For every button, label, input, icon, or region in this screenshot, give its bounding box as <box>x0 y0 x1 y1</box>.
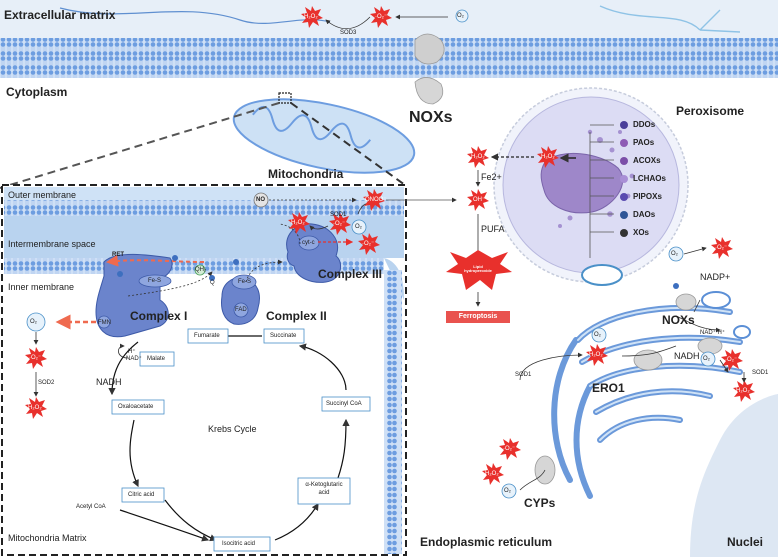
nuclei-label: Nuclei <box>727 535 764 549</box>
o2-extracellular: O₂ <box>457 13 464 19</box>
cytc-label: cyt-c <box>302 240 315 246</box>
q-label: Q <box>210 280 215 286</box>
nadp-label: NADP+ <box>700 272 731 282</box>
superoxide-mito: ·O₂⁻ <box>333 221 346 227</box>
krebs-acetylcoa: Acetyl CoA <box>76 504 106 510</box>
qh2-label: QH₂ <box>195 267 207 273</box>
krebs-akg: α-Ketoglutaric acid <box>305 482 343 496</box>
nad-label: NAD⁺ <box>126 356 142 362</box>
complex-iii-label: Complex III <box>318 267 383 281</box>
nadh-matrix-label: NADH <box>96 377 122 387</box>
legend-dot <box>620 211 628 219</box>
krebs-oxaloacetate: Oxaloacetate <box>118 404 154 410</box>
sod2-label: SOD2 <box>38 380 55 386</box>
krebs-citric: Citric acid <box>128 492 155 498</box>
lipid-hydroperoxide-label: Lipid hydroperoxide <box>464 264 492 274</box>
h2o2-peroxisome: H₂O₂ <box>541 154 555 160</box>
o2-matrix: O₂ <box>30 319 37 325</box>
o2-er-ero1: O₂ <box>594 332 601 338</box>
superoxide-er-right: ·O₂⁻ <box>725 357 738 363</box>
o2-mito: O₂ <box>355 224 362 230</box>
ero1-label: ERO1 <box>592 381 625 395</box>
onoo-label: ONOO⁻ <box>365 197 387 203</box>
superoxide-er-top: ·O₂⁻ <box>715 245 728 251</box>
mitochondria-label: Mitochondria <box>268 167 344 181</box>
fmn-label: FMN <box>98 320 111 326</box>
h-plus-label: H⁺ <box>128 349 136 355</box>
krebs-cycle-title: Krebs Cycle <box>208 424 257 434</box>
krebs-isocitric: Isocitric acid <box>222 541 256 547</box>
krebs-cycle-arrows <box>108 332 350 542</box>
legend-label: LCHAOs <box>633 174 666 183</box>
no-label: NO <box>256 197 265 203</box>
complex-ii-label: Complex II <box>266 309 327 323</box>
extracellular-matrix-label: Extracellular matrix <box>4 8 116 22</box>
legend-item-pipoxs: PIPOXs <box>620 193 662 201</box>
legend-item-ddos: DDOs <box>620 121 655 129</box>
cytoplasm-label: Cytoplasm <box>6 85 68 99</box>
outer-membrane-label: Outer membrane <box>8 190 77 200</box>
h2o2-er-ero1: H₂O₂ <box>589 352 603 358</box>
h2o2-matrix: H₂O₂ <box>28 405 42 411</box>
nadp-h-label: NAD⁺ H⁺ <box>700 330 726 336</box>
legend-dot <box>620 229 628 237</box>
superoxide-matrix: ·O₂⁻ <box>29 355 42 361</box>
ferroptosis-box: Ferroptosis <box>446 311 510 323</box>
ret-label: RET <box>112 252 124 258</box>
legend-dot <box>620 175 628 183</box>
legend-dot <box>620 157 628 165</box>
sod3-label: SOD3 <box>340 30 357 36</box>
h2o2-cyto: H₂O₂ <box>471 154 485 160</box>
superoxide-extracellular: ·O₂⁻ <box>375 14 388 20</box>
noxs-membrane-label: NOXs <box>409 109 453 126</box>
er-noxs-label: NOXs <box>662 313 695 327</box>
superoxide-cyps: ·O₂⁻ <box>503 446 516 452</box>
legend-label: PAOs <box>633 138 655 147</box>
nadh-er-label: NADH <box>674 351 700 361</box>
fes-complex1-label: Fe-S <box>148 278 162 284</box>
legend-item-daos: DAOs <box>620 211 655 219</box>
cyps-label: CYPs <box>524 496 556 510</box>
pufa-label: PUFA <box>481 224 505 234</box>
o2-er-top: O₂ <box>671 251 678 257</box>
h2o2-cyps: H₂O₂ <box>485 471 499 477</box>
fe2-label: Fe2+ <box>481 172 502 182</box>
sod1-er-left-label: SOD1 <box>515 372 532 378</box>
superoxide-ims: ·O₂⁻ <box>362 241 375 247</box>
endoplasmic-reticulum-label: Endoplasmic reticulum <box>420 535 553 549</box>
legend-label: ACOXs <box>633 156 661 165</box>
legend-label: DAOs <box>633 210 656 219</box>
mitochondria-matrix-label: Mitochondria Matrix <box>8 533 87 543</box>
legend-label: DDOs <box>633 120 656 129</box>
legend-item-paos: PAOs <box>620 139 654 147</box>
legend-dot <box>620 193 628 201</box>
o2-er-right: O₂ <box>703 356 710 362</box>
peroxisome-label: Peroxisome <box>676 104 745 118</box>
legend-label: PIPOXs <box>633 192 662 201</box>
legend-label: XOs <box>633 228 650 237</box>
krebs-succinylcoa: Succinyl CoA <box>326 401 362 407</box>
sod1-er-right-label: SOD1 <box>752 370 769 376</box>
krebs-malate: Malate <box>147 356 166 362</box>
legend-dot <box>620 139 628 147</box>
fes-complex2-label: Fe-S <box>238 279 252 285</box>
h2o2-extracellular: H₂O₂ <box>304 14 318 20</box>
krebs-succinate: Succinate <box>270 333 297 339</box>
legend-item-acoxs: ACOXs <box>620 157 661 165</box>
h2o2-mito: H₂O₂ <box>291 220 305 226</box>
sod1-mito-label: SOD1 <box>330 212 347 218</box>
oh-label: OH⁻ <box>473 197 486 203</box>
legend-item-lchaos: LCHAOs <box>620 175 666 183</box>
krebs-fumarate: Fumarate <box>194 333 220 339</box>
o2-cyps: O₂ <box>504 488 511 494</box>
fad-label: FAD <box>235 307 247 313</box>
inner-membrane-label: Inner membrane <box>8 282 75 292</box>
intermembrane-space-label: Intermembrane space <box>8 239 96 249</box>
legend-dot <box>620 121 628 129</box>
legend-item-xos: XOs <box>620 229 649 237</box>
complex-i-label: Complex I <box>130 309 188 323</box>
h2o2-er-right: H₂O₂ <box>736 388 750 394</box>
